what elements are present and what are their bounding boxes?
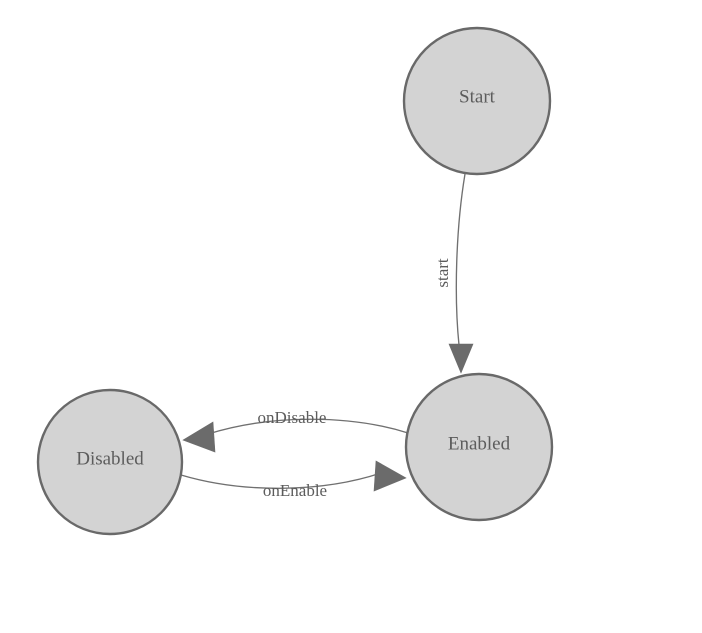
node-circle-enabled — [404, 372, 554, 522]
arrowhead-icon-enabled-to-disabled — [182, 421, 216, 453]
edge-disabled-to-enabled[interactable]: onEnable — [180, 460, 407, 500]
edge-label-start: start — [433, 258, 452, 288]
node-circle-start — [402, 26, 552, 176]
node-start[interactable]: Start — [402, 26, 552, 176]
node-label-disabled: Disabled — [76, 448, 144, 469]
node-circle-disabled — [36, 388, 184, 536]
edge-enabled-to-disabled[interactable]: onDisable — [182, 408, 409, 453]
node-enabled[interactable]: Enabled — [404, 372, 554, 522]
edge-path-start-to-enabled — [455, 173, 466, 346]
node-label-enabled: Enabled — [448, 433, 511, 454]
edge-path-disabled-to-enabled — [180, 472, 382, 489]
edge-start-to-enabled[interactable]: start — [433, 173, 474, 374]
edge-path-enabled-to-disabled — [207, 418, 409, 435]
arrowhead-icon-start-to-enabled — [448, 343, 474, 374]
edge-label-ondisable: onDisable — [258, 408, 327, 427]
edge-label-onenable: onEnable — [263, 481, 327, 500]
node-disabled[interactable]: Disabled — [36, 388, 184, 536]
node-label-start: Start — [459, 86, 496, 107]
arrowhead-icon-disabled-to-enabled — [373, 460, 407, 492]
